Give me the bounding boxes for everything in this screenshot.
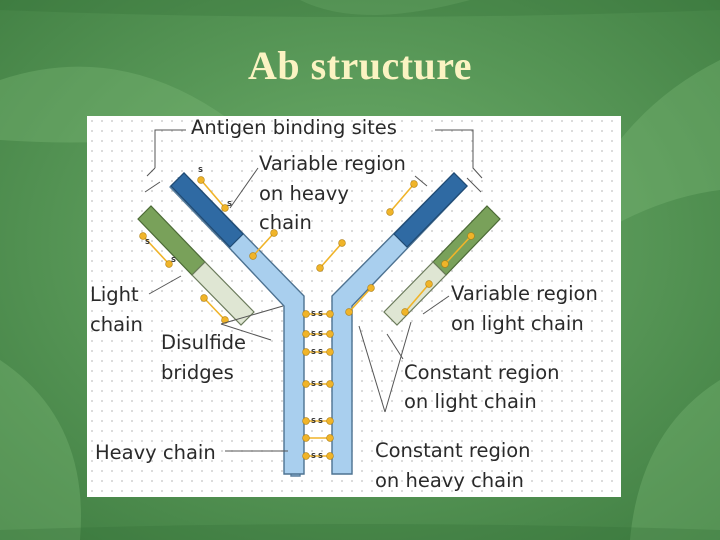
ss-letter: S <box>198 166 203 174</box>
heavy-chain-right-body <box>331 172 468 475</box>
leader-lines <box>144 129 483 452</box>
label-variable-light-2: on light chain <box>451 312 584 335</box>
label-constant-heavy-2: on heavy chain <box>375 469 524 492</box>
label-disulfide-1: Disulfide <box>161 331 246 354</box>
ss-letter: S <box>227 200 232 208</box>
slide-title: Ab structure <box>247 43 473 88</box>
light-chain-left-constant <box>191 261 255 326</box>
antibody-diagram-svg: S S S S S S S S S S S S S S S S <box>90 116 598 492</box>
disulfide-dots <box>139 176 475 460</box>
ss-letter: S <box>318 452 323 460</box>
ss-letter: S <box>311 348 316 356</box>
label-variable-heavy-1: Variable region <box>259 152 406 175</box>
ss-letter: S <box>318 348 323 356</box>
label-heavy-chain: Heavy chain <box>95 441 216 464</box>
variable-heavy-left <box>170 172 244 248</box>
ss-letter: S <box>311 417 316 425</box>
label-constant-light-1: Constant region <box>404 361 560 384</box>
antibody-diagram: S S S S S S S S S S S S S S S S <box>87 116 621 497</box>
ss-letter: S <box>311 380 316 388</box>
label-variable-heavy-2: on heavy <box>259 182 349 205</box>
light-chain-right-constant <box>383 261 447 326</box>
ss-letter: S <box>318 310 323 318</box>
label-disulfide-2: bridges <box>161 361 234 384</box>
ss-letter: S <box>311 310 316 318</box>
variable-heavy-right <box>393 172 468 248</box>
ss-letter: S <box>318 417 323 425</box>
ss-letter: S <box>318 380 323 388</box>
label-antigen-binding-sites: Antigen binding sites <box>191 116 397 139</box>
label-constant-heavy-1: Constant region <box>375 439 531 462</box>
label-variable-light-1: Variable region <box>451 282 598 305</box>
ss-letter: S <box>311 452 316 460</box>
ss-letter: S <box>171 256 176 264</box>
ss-letter: S <box>311 330 316 338</box>
disulfide-bridges <box>142 179 472 457</box>
label-variable-heavy-3: chain <box>259 211 312 234</box>
label-constant-light-2: on light chain <box>404 390 537 413</box>
ss-letter: S <box>318 330 323 338</box>
label-light-chain-1: Light <box>90 283 139 306</box>
label-light-chain-2: chain <box>90 313 143 336</box>
disulfide-letters: S S S S S S S S S S S S S S S S <box>145 166 323 460</box>
ss-letter: S <box>145 238 150 246</box>
